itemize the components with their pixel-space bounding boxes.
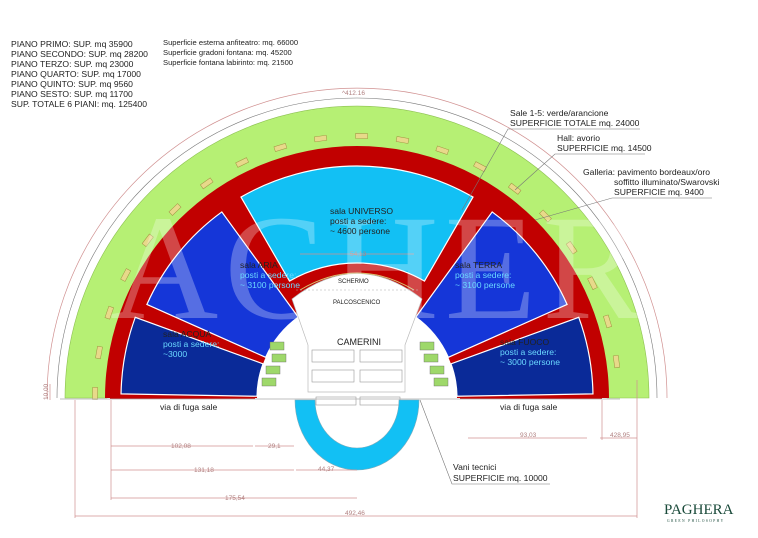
- label-aria: sala ARIA posti a sedere: ~ 3100 persone: [240, 260, 300, 290]
- label-acqua: sala ACQUA posti a sedere: ~3000: [163, 329, 219, 359]
- surface-area: Superficie fontana labirinto: mq. 21500: [163, 58, 293, 67]
- dimension-label: 93,03: [520, 432, 537, 439]
- gallery-pod: [435, 145, 450, 155]
- dimension-label: 102,08: [171, 443, 191, 450]
- dimension-label: 29,1: [268, 443, 281, 450]
- surface-area: Superficie esterna anfiteatro: mq. 66000: [163, 38, 298, 47]
- outer-dimension-arc: [46, 87, 668, 399]
- paghera-logo: PAGHERA GREEN PHILOSOPHY: [664, 502, 734, 523]
- dimension-label: 428,95: [610, 432, 630, 439]
- stairs: [261, 341, 449, 387]
- seats-value: ~ 3000 persone: [500, 357, 560, 367]
- dimension-label: 175,54: [225, 495, 245, 502]
- stage-label: PALCOSCENICO: [333, 300, 381, 306]
- surface-area: Superficie gradoni fontana: mq. 45200: [163, 48, 292, 57]
- floor-area: PIANO SECONDO: SUP. mq 28200: [11, 49, 148, 59]
- hall-acqua[interactable]: [120, 316, 264, 397]
- callout-vani-tecnici: Vani tecnici SUPERFICIE mq. 10000: [419, 399, 550, 485]
- callout-sale: Sale 1-5: verde/arancione SUPERFICIE TOT…: [461, 108, 640, 211]
- gallery-pod: [168, 203, 182, 216]
- dimension-label: 10,00: [43, 383, 50, 400]
- gallery-pod: [92, 387, 98, 400]
- seats-label: posti a sedere:: [330, 216, 386, 226]
- callout-line: SUPERFICIE mq. 14500: [557, 143, 652, 153]
- gallery-pod: [603, 314, 613, 329]
- label-terra: sala TERRA posti a sedere: ~ 3100 person…: [455, 260, 515, 290]
- hall-name: sala TERRA: [455, 260, 502, 270]
- escape-route-left: via di fuga sale: [160, 402, 218, 412]
- callout-line: Vani tecnici: [453, 462, 496, 472]
- gallery-pod: [355, 133, 368, 139]
- gallery-pods: [92, 133, 621, 400]
- hall-boundary-arc: [56, 97, 658, 399]
- hall-name: sala UNIVERSO: [330, 206, 393, 216]
- floor-area: PIANO TERZO: SUP. mq 23000: [11, 59, 134, 69]
- label-fuoco: sala FUOCO posti a sedere: ~ 3000 person…: [500, 337, 560, 367]
- surface-areas-list: Superficie esterna anfiteatro: mq. 66000…: [163, 38, 298, 67]
- logo-name: PAGHERA: [664, 502, 734, 518]
- gallery-pod: [200, 177, 214, 190]
- callout-hall: Hall: avorio SUPERFICIE mq. 14500: [514, 133, 652, 191]
- hall-terra[interactable]: [414, 211, 568, 359]
- stage-area: [291, 273, 423, 393]
- callout-line: soffitto illuminato/Swarovski: [614, 177, 719, 187]
- gallery-pod: [612, 354, 621, 369]
- floor-area: PIANO QUARTO: SUP. mq 17000: [11, 69, 141, 79]
- seats-label: posti a sedere:: [240, 270, 296, 280]
- seats-label: posti a sedere:: [455, 270, 511, 280]
- floor-areas-list: PIANO PRIMO: SUP. mq 35900 PIANO SECONDO…: [11, 39, 148, 109]
- hall-name: sala FUOCO: [500, 337, 549, 347]
- gallery-pod: [395, 136, 410, 144]
- callout-line: Hall: avorio: [557, 133, 600, 143]
- callout-line: SUPERFICIE mq. 9400: [614, 187, 704, 197]
- arc-dimension-label: ^412.16: [342, 90, 365, 97]
- hall-fuoco[interactable]: [450, 316, 594, 397]
- gallery-pod: [313, 134, 328, 143]
- seats-value: ~ 4600 persone: [330, 226, 390, 236]
- screen-line: [299, 272, 415, 291]
- callout-line: Galleria: pavimento bordeaux/oro: [583, 167, 710, 177]
- callout-line: Sale 1-5: verde/arancione: [510, 108, 609, 118]
- seats-value: ~ 3100 persone: [240, 280, 300, 290]
- logo-tagline: GREEN PHILOSOPHY: [667, 519, 725, 523]
- fountain-labyrinth: [294, 399, 420, 471]
- callout-galleria: Galleria: pavimento bordeaux/oro soffitt…: [534, 167, 719, 221]
- floor-area-total: SUP. TOTALE 6 PIANI: mq. 125400: [11, 99, 147, 109]
- screen-dimension-label: 54,13: [350, 251, 367, 258]
- hall-universo[interactable]: [240, 165, 474, 282]
- hall-name: sala ARIA: [240, 260, 278, 270]
- floor-area: PIANO QUINTO: SUP. mq 9560: [11, 79, 133, 89]
- gallery-pod: [587, 276, 598, 290]
- screen-label: SCHERMO: [338, 279, 369, 285]
- gallery-pod: [235, 157, 249, 168]
- gallery-pod: [273, 142, 288, 152]
- gallery-pod: [95, 345, 103, 360]
- dimension-label: 492,46: [345, 510, 365, 517]
- seats-value: ~ 3100 persone: [455, 280, 515, 290]
- floor-area: PIANO PRIMO: SUP. mq 35900: [11, 39, 133, 49]
- callout-line: SUPERFICIE mq. 10000: [453, 473, 548, 483]
- dressing-label: CAMERINI: [337, 337, 381, 347]
- dimension-label: 44,37: [318, 466, 335, 473]
- gallery-pod: [508, 182, 522, 195]
- gallery-pod: [104, 305, 114, 320]
- hall-aria[interactable]: [146, 211, 300, 359]
- seats-label: posti a sedere:: [500, 347, 556, 357]
- gallery-pod: [141, 233, 154, 247]
- gallery-pod: [120, 268, 132, 282]
- seats-value: ~3000: [163, 349, 187, 359]
- gallery-pod: [565, 241, 578, 255]
- dressing-room-blocks: [311, 349, 403, 406]
- watermark: ACHER: [110, 185, 648, 351]
- label-universo: sala UNIVERSO posti a sedere: ~ 4600 per…: [330, 206, 393, 236]
- dimension-label: 131,18: [194, 467, 214, 474]
- seats-label: posti a sedere:: [163, 339, 219, 349]
- hall-name: sala ACQUA: [163, 329, 212, 339]
- dimension-lines: [49, 380, 638, 518]
- callout-line: SUPERFICIE TOTALE mq. 24000: [510, 118, 640, 128]
- floor-area: PIANO SESTO: SUP. mq 11700: [11, 89, 133, 99]
- escape-route-right: via di fuga sale: [500, 402, 558, 412]
